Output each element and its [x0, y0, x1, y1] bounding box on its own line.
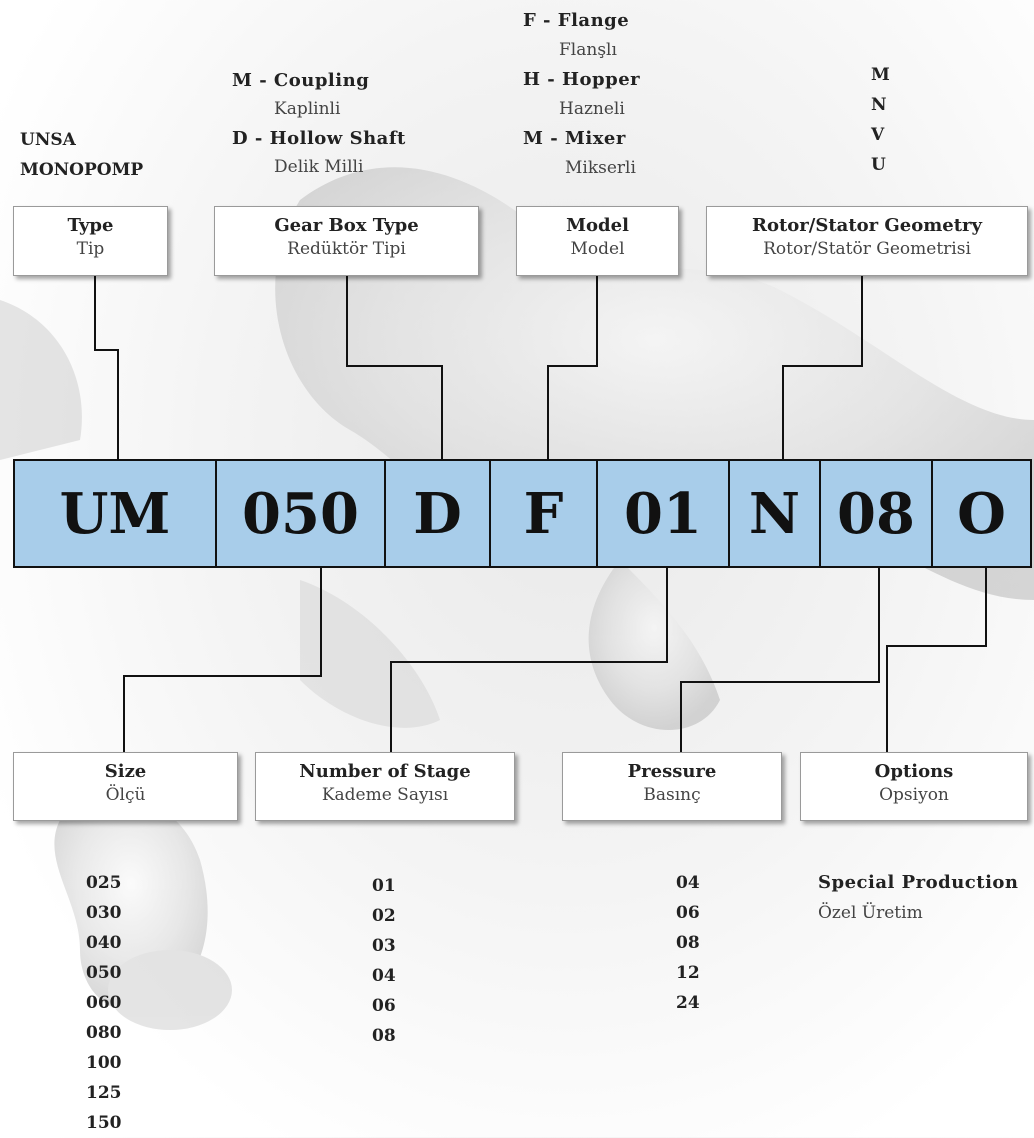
options-list-tr: Özel Üretim: [818, 903, 923, 923]
gearbox-type-box-title: Gear Box Type: [274, 215, 419, 236]
list-item: 24: [676, 993, 700, 1013]
brand-line-2: MONOPOMP: [20, 160, 144, 180]
geometry-option: M: [871, 65, 890, 85]
stage-box-title: Number of Stage: [299, 761, 471, 782]
type-box: Type Tip: [13, 206, 168, 276]
gearbox-option-tr: Delik Milli: [274, 157, 364, 177]
model-option-en: M - Mixer: [523, 128, 626, 149]
list-item: 080: [86, 1023, 122, 1043]
stage-list: 01 02 03 04 06 08: [372, 871, 396, 1051]
list-item: 030: [86, 903, 122, 923]
brand-header: UNSA MONOPOMP: [20, 125, 143, 185]
code-segment-geometry: N: [728, 459, 821, 568]
geometry-box-subtitle: Rotor/Statör Geometrisi: [763, 239, 971, 259]
code-segment-gearbox: D: [384, 459, 491, 568]
geometry-option: U: [871, 155, 886, 175]
list-item: 06: [372, 996, 396, 1016]
list-item: 06: [676, 903, 700, 923]
gearbox-type-box: Gear Box Type Redüktör Tipi: [214, 206, 479, 276]
options-list-en: Special Production: [818, 872, 1019, 893]
list-item: 025: [86, 873, 122, 893]
list-item: 02: [372, 906, 396, 926]
list-item: 03: [372, 936, 396, 956]
size-box-title: Size: [104, 761, 147, 782]
size-box-subtitle: Ölçü: [105, 785, 146, 805]
list-item: 060: [86, 993, 122, 1013]
options-box-title: Options: [874, 761, 954, 782]
options-box-subtitle: Opsiyon: [879, 785, 949, 805]
size-box: Size Ölçü: [13, 752, 238, 821]
gearbox-option-en: M - Coupling: [232, 70, 370, 91]
list-item: 125: [86, 1083, 122, 1103]
model-option-en: F - Flange: [523, 10, 630, 31]
list-item: 100: [86, 1053, 122, 1073]
pressure-box-title: Pressure: [627, 761, 717, 782]
gearbox-option-en: D - Hollow Shaft: [232, 128, 406, 149]
geometry-box: Rotor/Stator Geometry Rotor/Statör Geome…: [706, 206, 1028, 276]
pressure-list: 04 06 08 12 24: [676, 868, 700, 1018]
code-segment-model: F: [489, 459, 598, 568]
list-item: 150: [86, 1113, 122, 1133]
code-segment-size: 050: [215, 459, 386, 568]
gearbox-type-box-subtitle: Redüktör Tipi: [287, 239, 406, 259]
list-item: 04: [372, 966, 396, 986]
size-list: 025 030 040 050 060 080 100 125 150: [86, 868, 122, 1138]
gearbox-option-tr: Kaplinli: [274, 99, 341, 119]
list-item: 01: [372, 876, 396, 896]
model-option-tr: Mikserli: [565, 157, 636, 178]
pressure-box-subtitle: Basınç: [643, 785, 701, 805]
geometry-box-title: Rotor/Stator Geometry: [752, 215, 982, 236]
model-option-tr: Hazneli: [559, 98, 625, 119]
stage-box-subtitle: Kademe Sayısı: [321, 785, 449, 805]
list-item: 040: [86, 933, 122, 953]
pressure-box: Pressure Basınç: [562, 752, 782, 821]
type-box-title: Type: [67, 215, 114, 236]
brand-line-1: UNSA: [20, 130, 76, 150]
code-segment-type: UM: [13, 459, 217, 568]
list-item: 08: [372, 1026, 396, 1046]
code-segment-options: O: [931, 459, 1032, 568]
model-box: Model Model: [516, 206, 679, 276]
options-list: Special Production Özel Üretim: [818, 868, 1019, 928]
gearbox-options: M - Coupling Kaplinli D - Hollow Shaft D…: [232, 66, 406, 182]
geometry-option: N: [871, 95, 887, 115]
list-item: 12: [676, 963, 700, 983]
type-box-subtitle: Tip: [76, 239, 105, 259]
model-option-tr: Flanşlı: [559, 39, 617, 60]
options-box: Options Opsiyon: [800, 752, 1028, 821]
model-options: F - Flange Flanşlı H - Hopper Hazneli M …: [523, 6, 640, 183]
list-item: 04: [676, 873, 700, 893]
code-segment-pressure: 08: [819, 459, 933, 568]
geometry-options: M N V U: [871, 60, 890, 180]
code-segment-stage: 01: [596, 459, 730, 568]
model-box-title: Model: [566, 215, 629, 236]
model-box-subtitle: Model: [570, 239, 625, 259]
stage-box: Number of Stage Kademe Sayısı: [255, 752, 515, 821]
model-option-en: H - Hopper: [523, 69, 641, 90]
list-item: 08: [676, 933, 700, 953]
list-item: 050: [86, 963, 122, 983]
geometry-option: V: [871, 125, 885, 145]
